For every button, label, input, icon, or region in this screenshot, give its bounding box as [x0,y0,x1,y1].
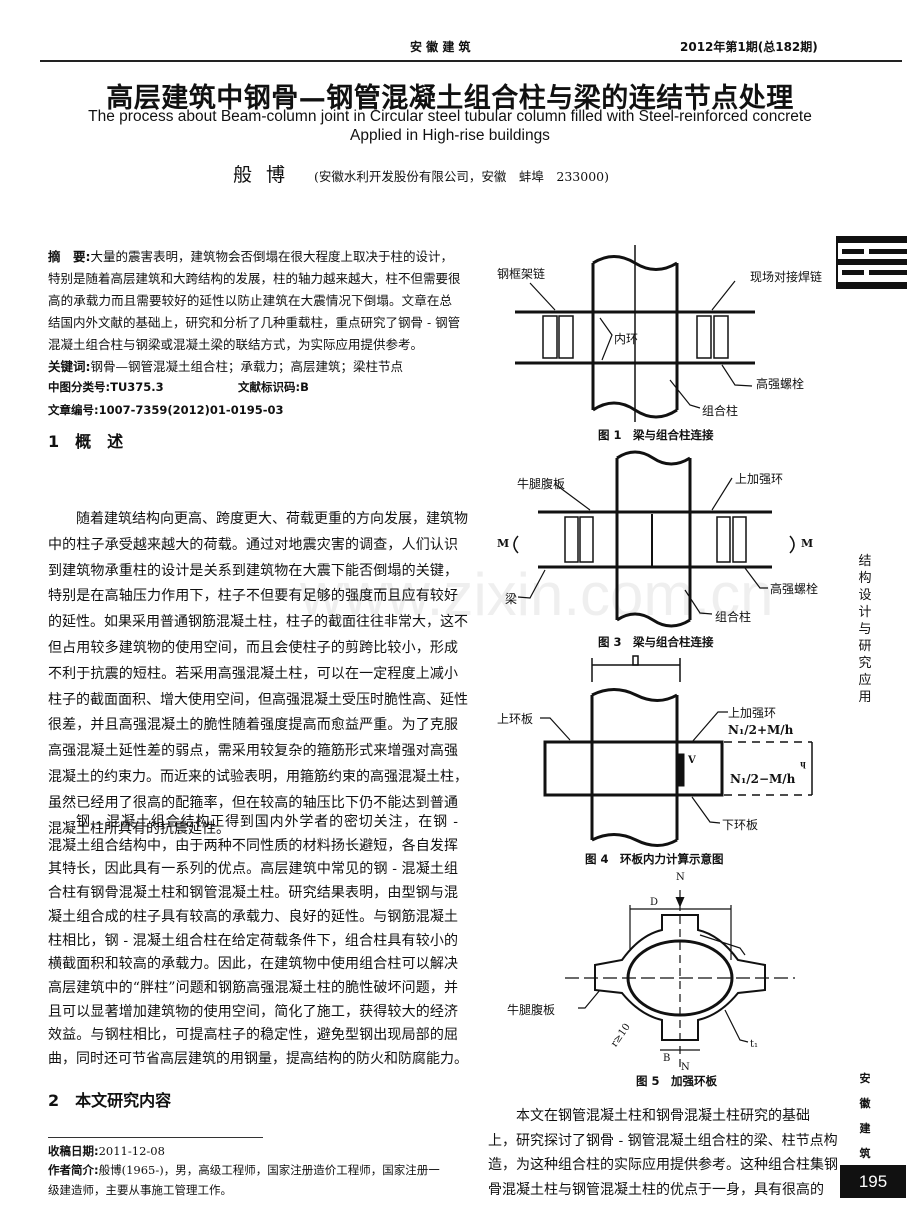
fig3-label-corbel: 牛腿腹板 [517,477,566,491]
body-text-line: 混凝土柱所具有的抗震延性。 [48,820,230,837]
body-text-line: 骨混凝土柱与钢管混凝土柱的优点于一身，具有很高的 [488,1181,824,1198]
page-number: 195 [840,1165,906,1198]
fig5-label-n-bottom: N [681,1062,690,1073]
section-2-heading: 2 本文研究内容 [48,1091,172,1110]
fig1-label-weld: 现场对接焊链 [750,270,823,284]
fig3-label-bolt: 高强螺栓 [770,582,819,596]
body-text-line: 不利于抗震的短柱。若采用高强混凝土柱，可以在一定程度上减小 [48,665,458,682]
keywords: 关键词:钢骨—钢管混凝土组合柱；承载力；高层建筑；梁柱节点 [48,359,404,374]
english-title-line-1: The process about Beam-column joint in C… [88,108,812,125]
body-text-line: 本文在钢管混凝土柱和钢骨混凝土柱研究的基础 [516,1108,810,1124]
english-title-line-2: Applied in High-rise buildings [350,127,550,144]
figure-3-diagram [513,450,795,628]
header-rule [40,60,902,62]
body-text-line: 钢 - 混凝土组合结构正得到国内外学者的密切关注，在钢 - [76,814,458,830]
fig4-label-shear: V [688,755,696,766]
article-number: 文章编号:1007-7359(2012)01-0195-03 [48,403,284,417]
paper-title: 高层建筑中钢骨—钢管混凝土组合柱与梁的连结节点处理 [106,83,794,114]
body-text-line: 混凝土组合结构中，由于两种不同性质的材料扬长避短，各自发挥 [48,837,458,854]
author-affiliation: (安徽水利开发股份有限公司，安徽 蚌埠 233000) [314,169,609,184]
body-text-line: 柱子的截面面积、增大使用空间，但高强混凝土受压时脆性高、延性 [48,691,468,708]
body-text-line: 中的柱子承受越来越大的荷载。通过对地震灾害的调查，人们认识 [48,536,458,553]
fig3-label-beam: 梁 [505,592,518,606]
body-text-line: 混凝土的约束力。而近来的试验表明，用箍筋约束的高强混凝土柱， [48,769,468,785]
document-code: 文献标识码:B [238,380,309,394]
body-text-line: 效益。与钢柱相比，可提高柱子的稳定性，避免型钢出现局部的屈 [48,1027,458,1044]
body-text-line: 横截面积和较高的承载力。因此，在建筑物中使用组合柱可以解决 [48,956,458,973]
author-name-1: 般 [233,164,253,186]
abstract-line: 结国内外文献的基础上，研究和分析了几种重载柱，重点研究了钢骨 - 钢管 [48,315,461,330]
fig4-label-h: h [800,760,806,770]
fig5-label-t1: t₁ [750,1039,759,1050]
fig5-caption: 图 5 加强环板 [636,1074,718,1088]
body-text-line: 上，研究探讨了钢骨 - 钢管混凝土组合柱的梁、柱节点构 [488,1132,838,1149]
fig4-label-upper-plate: 上环板 [497,712,534,726]
section-1-heading: 1 概 述 [48,432,124,451]
fig4-label-force-top: N₁/2+M/h [728,723,794,737]
body-text-line: 其特长，因此具有一系列的优点。高层建筑中常见的钢 - 混凝土组 [48,861,458,878]
fig3-label-m-left: M [497,537,510,550]
body-text-line: 且可以显著增加建筑物的使用空间，简化了施工，获得较大的经济 [48,1003,458,1020]
figure-5-diagram [565,890,795,1068]
body-text-line: 特别是在高轴压力作用下，柱子不但要有足够的强度而且应有较好 [48,588,458,605]
received-date: 收稿日期:2011-12-08 [48,1144,165,1158]
author-bio-line-2: 级建造师，主要从事施工管理工作。 [48,1183,232,1197]
fig1-label-column: 组合柱 [702,404,739,418]
body-text-line: 造，为这种组合柱的实际应用提供参考。这种组合柱集钢 [488,1157,838,1173]
abstract-line: 高的承载力而且需要较好的延性以防止建筑在大震情况下倒塌。文章在总 [48,293,452,308]
figure-1-diagram [515,245,755,422]
fig1-label-inner-ring: 内环 [614,332,639,346]
body-text-line: 曲，同时还可节省高层建筑的用钢量，提高结构的防火和防腐能力。 [48,1051,468,1067]
clc-number: 中图分类号:TU375.3 [48,380,164,394]
body-text-line: 虽然已经用了很高的配箍率，但在较高的轴压比下仍不能达到普通 [48,794,458,811]
body-text-line: 很差，并且高强混凝土的脆性随着强度提高而愈益严重。为了克服 [48,717,458,734]
column-name-vertical: 结构设计与研究应用 [858,554,872,705]
footnote-rule [48,1137,263,1138]
abstract-line: 摘 要:大量的震害表明，建筑物会否倒塌在很大程度上取决于柱的设计， [48,249,454,264]
fig5-label-n-top: N [676,872,685,883]
journal-name-vertical: 安徽建筑 [859,1072,871,1160]
fig1-caption: 图 1 梁与组合柱连接 [598,428,714,442]
fig3-label-m-right: M [801,537,814,550]
fig3-label-upper-ring: 上加强环 [735,472,784,486]
fig5-label-b: B [663,1053,671,1064]
fig1-label-bolt: 高强螺栓 [756,377,805,391]
watermark: www.zixin.com.cn [300,561,774,628]
body-text-line: 随着建筑结构向更高、跨度更大、荷载更重的方向发展，建筑物 [76,511,468,527]
body-text-line: 柱相比，钢 - 混凝土组合柱在给定荷载条件下，组合柱具有较小的 [48,932,458,949]
fig5-label-corbel: 牛腿腹板 [507,1003,556,1017]
journal-name: 安 徽 建 筑 [410,40,471,54]
body-text-line: 合柱有钢骨混凝土柱和钢管混凝土柱。研究结果表明，由型钢与混 [48,885,458,902]
body-text-line: 但占用较多建筑物的使用空间，而且会使柱子的剪跨比较小，形成 [48,640,458,656]
fig4-label-upper-ring: 上加强环 [728,706,777,720]
body-text-line: 凝土组合成的柱子具有较高的承载力、良好的延性。与钢筋混凝土 [48,908,458,925]
abstract-label: 摘 要: [48,249,91,264]
abstract-line: 特别是随着高层建筑和大跨结构的发展，柱的轴力越来越大，柱不但需要很 [48,271,461,286]
fig4-label-force-bottom: N₁/2−M/h [730,772,796,786]
issue-info: 2012年第1期(总182期) [680,40,818,54]
fig3-caption: 图 3 梁与组合柱连接 [598,635,714,649]
fig1-label-frame: 钢框架链 [497,267,546,281]
author-name-2: 博 [266,164,286,186]
author-bio-line-1: 作者简介:般博(1965-)，男，高级工程师，国家注册造价工程师，国家注册一 [48,1163,440,1177]
body-text-line: 高层建筑中的“胖柱”问题和钢筋高强混凝土柱的脆性破坏问题，并 [48,979,458,996]
body-text-line: 高强混凝土延性差的弱点，需采用较复杂的箍筋形式来增强对高强 [48,743,458,760]
fig4-label-lower-plate: 下环板 [722,818,759,832]
body-text-line: 的延性。如果采用普通钢筋混凝土柱，柱子的截面往往非常大，这不 [48,614,468,631]
body-text-line: 到建筑物承重柱的设计是关系到建筑物在大震下能否倒塌的关键， [48,562,458,579]
fig5-label-d: D [650,897,659,908]
side-tab-decoration [836,236,907,289]
abstract-line: 混凝土组合柱与钢梁或混凝土梁的联结方式，为实际应用提供参考。 [48,337,424,352]
figure-4-diagram [540,655,813,847]
fig3-label-column: 组合柱 [715,610,752,624]
fig4-caption: 图 4 环板内力计算示意图 [585,852,724,866]
